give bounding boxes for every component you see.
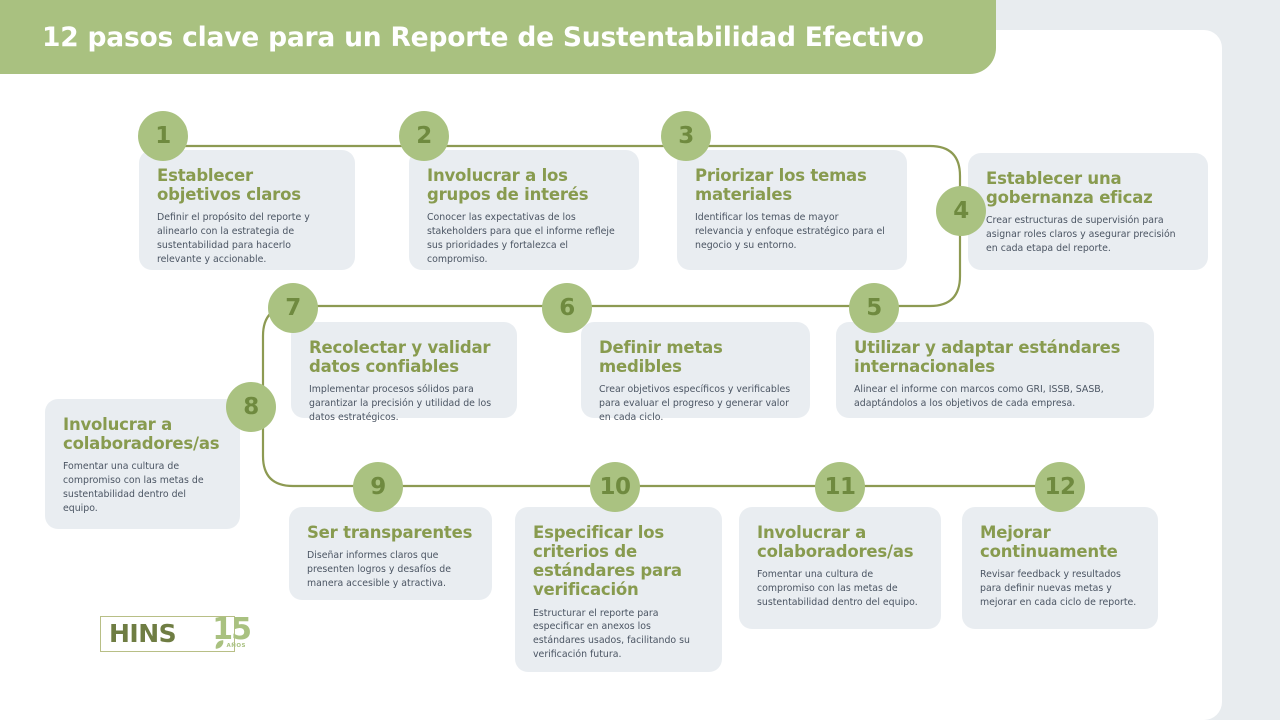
logo-anniversary-number: 15 (212, 612, 252, 647)
logo-anniversary-label: AÑOS (226, 643, 246, 649)
step-number-12[interactable]: 12 (1035, 462, 1085, 512)
logo-wordmark: HINS (109, 619, 177, 648)
step-card-10[interactable]: Especificar los criterios de estándares … (515, 507, 722, 672)
step-title-4: Establecer una gobernanza eficaz (986, 169, 1153, 208)
step-title-7: Recolectar y validar datos confiables (309, 338, 491, 377)
step-title-11: Involucrar a colaboradores/as (757, 523, 914, 562)
step-description-2: Conocer las expectativas de los stakehol… (427, 212, 615, 265)
step-description-12: Revisar feedback y resultados para defin… (980, 569, 1137, 608)
step-card-4[interactable]: Establecer una gobernanza eficaz Crear e… (968, 153, 1208, 270)
step-card-7[interactable]: Recolectar y validar datos confiables Im… (291, 322, 517, 423)
step-number-5[interactable]: 5 (849, 283, 899, 333)
step-description-4: Crear estructuras de supervisión para as… (986, 215, 1176, 254)
hins-logo: HINS 15 AÑOS (100, 615, 252, 652)
step-title-8: Involucrar a colaboradores/as (63, 415, 220, 454)
step-description-7: Implementar procesos sólidos para garant… (309, 384, 492, 423)
step-description-11: Fomentar una cultura de compromiso con l… (757, 569, 918, 608)
step-title-9: Ser transparentes (307, 523, 473, 542)
step-card-9[interactable]: Ser transparentes Diseñar informes claro… (289, 507, 492, 600)
step-description-1: Definir el propósito del reporte y aline… (157, 212, 310, 265)
step-card-1[interactable]: Establecer objetivos claros Definir el p… (139, 150, 355, 270)
step-description-3: Identificar los temas de mayor relevanci… (695, 212, 885, 251)
step-title-6: Definir metas medibles (599, 338, 723, 377)
step-number-3[interactable]: 3 (661, 111, 711, 161)
step-title-10: Especificar los criterios de estándares … (533, 523, 682, 600)
step-description-5: Alinear el informe con marcos como GRI, … (854, 384, 1104, 410)
step-card-2[interactable]: Involucrar a los grupos de interés Conoc… (409, 150, 639, 270)
step-description-8: Fomentar una cultura de compromiso con l… (63, 461, 204, 514)
step-card-11[interactable]: Involucrar a colaboradores/as Fomentar u… (739, 507, 941, 629)
step-card-3[interactable]: Priorizar los temas materiales Identific… (677, 150, 907, 270)
step-card-5[interactable]: Utilizar y adaptar estándares internacio… (836, 322, 1154, 418)
step-card-12[interactable]: Mejorar continuamente Revisar feedback y… (962, 507, 1158, 629)
step-card-6[interactable]: Definir metas medibles Crear objetivos e… (581, 322, 810, 423)
step-description-6: Crear objetivos específicos y verificabl… (599, 384, 791, 423)
step-number-10[interactable]: 10 (590, 462, 640, 512)
step-number-4[interactable]: 4 (936, 186, 986, 236)
page-title: 12 pasos clave para un Reporte de Susten… (42, 21, 924, 53)
step-number-9[interactable]: 9 (353, 462, 403, 512)
step-number-2[interactable]: 2 (399, 111, 449, 161)
step-description-9: Diseñar informes claros que presenten lo… (307, 550, 451, 589)
step-number-7[interactable]: 7 (268, 283, 318, 333)
step-number-6[interactable]: 6 (542, 283, 592, 333)
header-banner: 12 pasos clave para un Reporte de Susten… (0, 0, 996, 74)
step-title-5: Utilizar y adaptar estándares internacio… (854, 338, 1121, 377)
step-title-12: Mejorar continuamente (980, 523, 1118, 562)
step-number-11[interactable]: 11 (815, 462, 865, 512)
step-number-8[interactable]: 8 (226, 382, 276, 432)
step-card-8[interactable]: Involucrar a colaboradores/as Fomentar u… (45, 399, 240, 529)
step-description-10: Estructurar el reporte para especificar … (533, 607, 690, 660)
step-title-2: Involucrar a los grupos de interés (427, 166, 589, 205)
step-number-1[interactable]: 1 (138, 111, 188, 161)
step-title-1: Establecer objetivos claros (157, 166, 301, 205)
step-title-3: Priorizar los temas materiales (695, 166, 867, 205)
